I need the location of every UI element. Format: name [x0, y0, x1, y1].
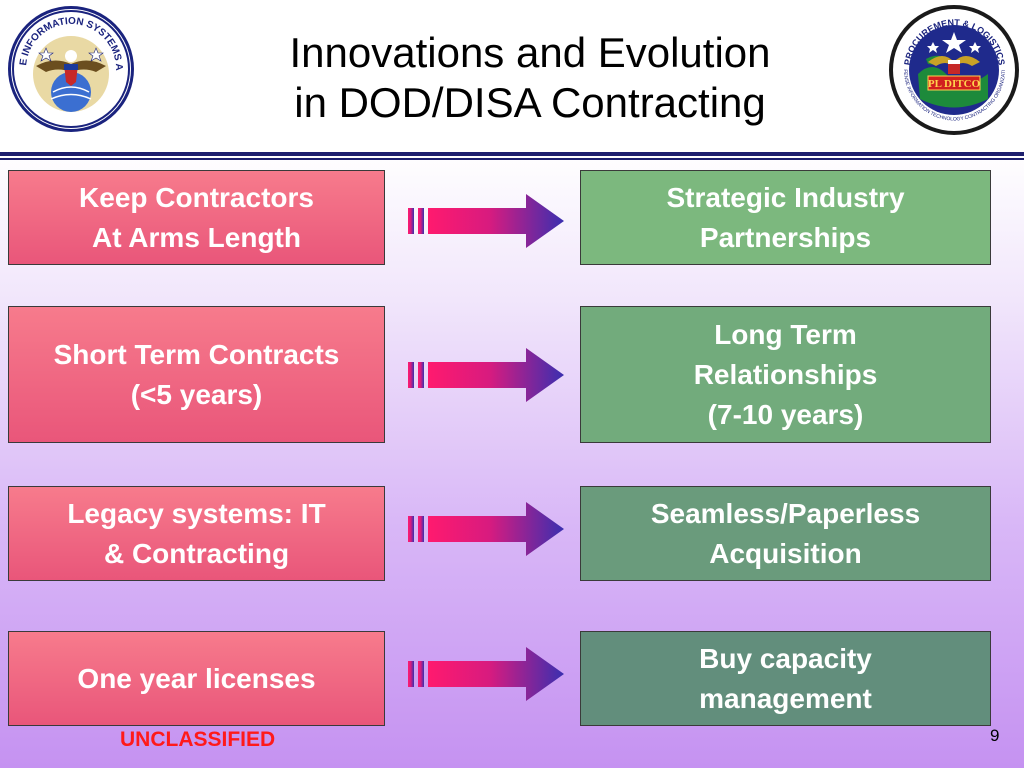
arrow-right-icon [408, 502, 564, 556]
ditco-seal-label: PL DITCO [928, 78, 981, 90]
classification-label: UNCLASSIFIED [120, 728, 276, 751]
disa-seal-icon: DEFENSE INFORMATION SYSTEMS AGENCY [6, 4, 134, 132]
from-box-2-text: Short Term Contracts (<5 years) [53, 338, 340, 410]
to-box-4-text: Buy capacity management [699, 642, 872, 714]
from-box-4: One year licenses [8, 631, 385, 726]
to-box-4: Buy capacity management [580, 631, 991, 726]
title-rule-thin [0, 158, 1024, 160]
to-box-1-text: Strategic Industry Partnerships [666, 181, 905, 253]
arrow-right-icon [408, 348, 564, 402]
to-box-2-text: Long Term Relationships (7-10 years) [693, 318, 878, 430]
arrow-right-icon [408, 647, 564, 701]
from-box-3: Legacy systems: IT & Contracting [8, 486, 385, 581]
from-box-2: Short Term Contracts (<5 years) [8, 306, 385, 443]
slide-title: Innovations and Evolution in DOD/DISA Co… [180, 28, 880, 128]
from-box-3-text: Legacy systems: IT & Contracting [67, 497, 326, 569]
from-box-4-text: One year licenses [77, 662, 316, 694]
to-box-1: Strategic Industry Partnerships [580, 170, 991, 265]
slide-header [0, 0, 1024, 152]
arrow-right-icon [408, 194, 564, 248]
from-box-1-text: Keep Contractors At Arms Length [79, 181, 314, 253]
title-rule [0, 152, 1024, 156]
to-box-3-text: Seamless/Paperless Acquisition [650, 497, 921, 569]
to-box-3: Seamless/Paperless Acquisition [580, 486, 991, 581]
title-line-2: in DOD/DISA Contracting [294, 79, 766, 126]
page-number: 9 [990, 726, 1000, 745]
ditco-seal-icon: PROCUREMENT & LOGISTICS DEFENSE INFORMAT… [888, 4, 1019, 135]
to-box-2: Long Term Relationships (7-10 years) [580, 306, 991, 443]
from-box-1: Keep Contractors At Arms Length [8, 170, 385, 265]
title-line-1: Innovations and Evolution [289, 29, 771, 76]
